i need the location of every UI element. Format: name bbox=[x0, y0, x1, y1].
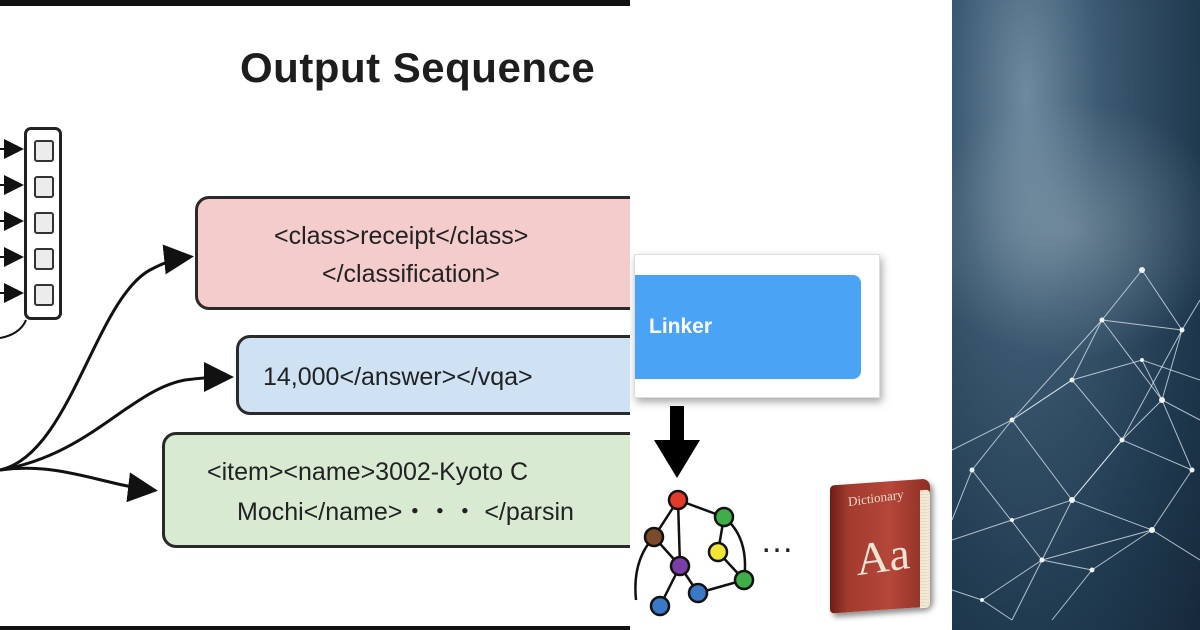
network-mesh bbox=[952, 267, 1200, 621]
graph-node bbox=[667, 489, 689, 511]
output-sequence-figure: Output Sequence <class>rece bbox=[0, 0, 630, 630]
flow-arrows bbox=[0, 139, 234, 503]
vqa-line-1: 14,000</answer></vqa> bbox=[263, 363, 533, 391]
dictionary-book-icon: Dictionary Aa bbox=[826, 478, 936, 616]
parsing-output-box: <item><name>3002-Kyoto C Mochi</name>・・・… bbox=[162, 432, 630, 548]
graph-node bbox=[669, 555, 691, 577]
knowledge-graph-diagram bbox=[634, 406, 755, 617]
book-mark: Aa bbox=[854, 527, 912, 586]
token-stack bbox=[24, 127, 62, 320]
fog-overlay bbox=[952, 100, 1200, 360]
graph-node bbox=[713, 506, 735, 528]
vqa-output-box: 14,000</answer></vqa> bbox=[236, 335, 630, 415]
linker-label: Linker bbox=[649, 315, 713, 338]
token-cell bbox=[34, 212, 54, 234]
input-arrows bbox=[0, 139, 27, 339]
graph-node bbox=[733, 569, 755, 591]
linker-card: Linker bbox=[634, 254, 880, 398]
token-cell bbox=[34, 248, 54, 270]
book-pages bbox=[920, 489, 930, 609]
classification-output-box: <class>receipt</class> </classification> bbox=[195, 196, 630, 310]
linker-block: Linker bbox=[635, 275, 861, 379]
figure-heading: Output Sequence bbox=[240, 44, 596, 91]
book-cover: Dictionary Aa bbox=[830, 478, 930, 614]
parsing-line-1: <item><name>3002-Kyoto C bbox=[207, 458, 529, 486]
entity-linker-figure: Linker bbox=[630, 0, 952, 630]
token-cell bbox=[34, 140, 54, 162]
classification-line-2: </classification> bbox=[322, 260, 500, 288]
ellipsis: … bbox=[760, 522, 797, 560]
graph-nodes bbox=[643, 489, 755, 617]
graph-node bbox=[687, 582, 709, 604]
parsing-line-2: Mochi</name>・・・ </parsin bbox=[237, 498, 574, 526]
book-title: Dictionary bbox=[847, 486, 905, 510]
classification-line-1: <class>receipt</class> bbox=[274, 222, 529, 250]
graph-node bbox=[707, 541, 729, 563]
graph-node bbox=[649, 595, 671, 617]
top-border bbox=[0, 0, 630, 6]
token-cell bbox=[34, 176, 54, 198]
token-cell bbox=[34, 284, 54, 306]
bottom-border bbox=[0, 626, 630, 630]
graph-node bbox=[643, 526, 665, 548]
network-background-image bbox=[952, 0, 1200, 630]
down-arrow-icon bbox=[654, 406, 700, 478]
branch-curves bbox=[0, 244, 234, 503]
